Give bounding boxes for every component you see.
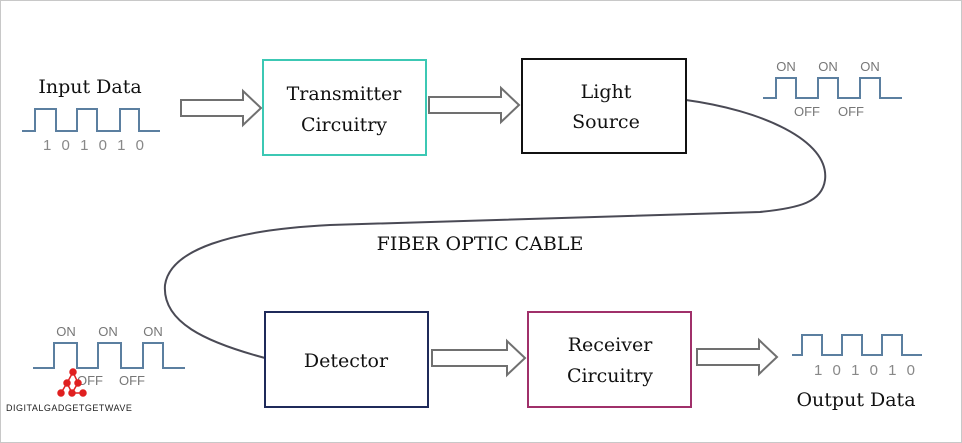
block-transmitter-circuitry: Transmitter Circuitry [262, 59, 427, 156]
block-label: Detector [304, 350, 389, 372]
block-label: Circuitry [301, 114, 387, 136]
off-label: OFF [77, 373, 103, 388]
block-receiver-circuitry: Receiver Circuitry [527, 311, 692, 408]
block-label: Receiver [568, 334, 653, 356]
light-pulse-signal-bottom: ON ON ON OFF OFF [33, 324, 185, 388]
arrows [180, 85, 779, 378]
block-light-source: Light Source [521, 58, 687, 154]
on-label: ON [98, 324, 118, 339]
cable-label: FIBER OPTIC CABLE [377, 233, 584, 255]
watermark-text: DIGITALGADGETGETWAVE [6, 403, 132, 413]
block-label: Light [581, 81, 632, 103]
arrow-transmitter-to-light-source [428, 85, 521, 125]
block-label: Transmitter [287, 83, 403, 105]
output-data-label: Output Data [796, 389, 915, 411]
arrow-receiver-to-output [696, 337, 779, 377]
off-label: OFF [838, 104, 864, 119]
on-label: ON [776, 59, 796, 74]
off-label: OFF [794, 104, 820, 119]
arrow-detector-to-receiver [431, 338, 527, 378]
watermark-logo: DIGITALGADGETGETWAVE [6, 368, 132, 413]
block-label: Source [572, 111, 640, 133]
input-signal-waveform [22, 108, 160, 132]
block-detector: Detector [264, 311, 429, 408]
input-bits: 1 0 1 0 1 0 [43, 137, 147, 154]
off-label: OFF [119, 373, 145, 388]
output-bits: 1 0 1 0 1 0 [814, 362, 918, 379]
input-data-label: Input Data [38, 76, 141, 98]
on-label: ON [143, 324, 163, 339]
output-signal-waveform [792, 334, 922, 356]
on-label: ON [860, 59, 880, 74]
block-label: Circuitry [567, 365, 653, 387]
arrow-input-to-transmitter [180, 88, 263, 128]
light-pulse-signal-top: ON ON ON OFF OFF [763, 59, 902, 119]
on-label: ON [56, 324, 76, 339]
fiber-optic-cable [163, 99, 827, 359]
on-label: ON [818, 59, 838, 74]
